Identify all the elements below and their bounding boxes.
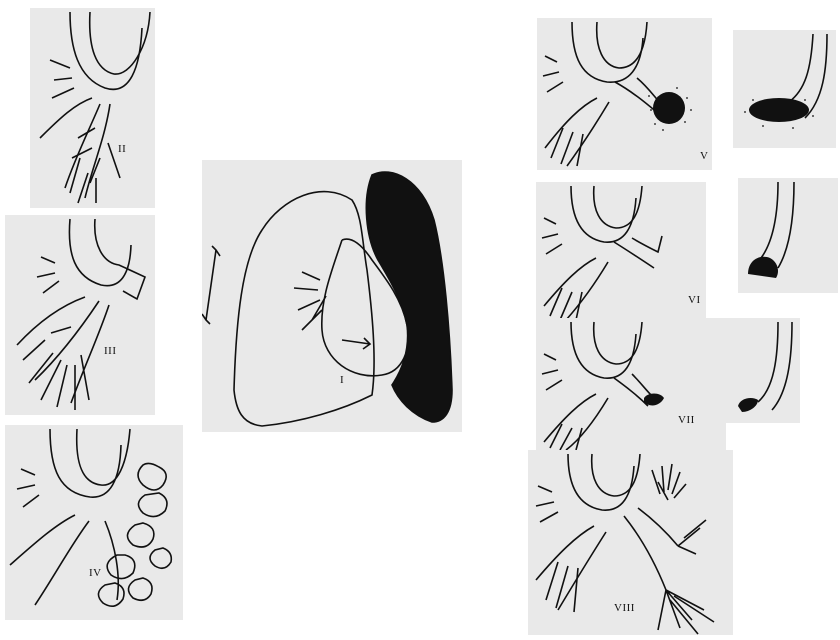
panel-label-vii: VII bbox=[678, 414, 695, 426]
chest-diagram-i bbox=[202, 160, 462, 432]
tumor-mass-inset bbox=[749, 98, 809, 122]
bronchus-inset-v bbox=[733, 30, 836, 148]
panel-vi-inset bbox=[738, 178, 838, 293]
panel-i: I bbox=[202, 160, 462, 432]
tumor-mass-vii-inset bbox=[738, 398, 758, 412]
bronchus-diagram-iii bbox=[5, 215, 155, 415]
panel-label-vi: VI bbox=[688, 294, 701, 306]
bronchus-diagram-vii bbox=[536, 318, 726, 450]
tumor-mass-vi bbox=[748, 257, 778, 278]
panel-iv: IV bbox=[5, 425, 183, 620]
bronchus-diagram-v bbox=[537, 18, 712, 170]
panel-v-inset bbox=[733, 30, 836, 148]
bronchus-inset-vi bbox=[738, 178, 838, 293]
collapsed-lung-shape bbox=[366, 172, 452, 422]
panel-vii-inset bbox=[724, 318, 800, 423]
panel-viii: VIII bbox=[528, 450, 733, 635]
tumor-mass-vii bbox=[644, 394, 664, 406]
panel-vi: VI bbox=[536, 182, 706, 322]
panel-label-iii: III bbox=[104, 345, 117, 357]
panel-label-ii: II bbox=[118, 143, 126, 155]
panel-label-iv: IV bbox=[89, 567, 102, 579]
bronchus-diagram-vi bbox=[536, 182, 706, 322]
tumor-mass bbox=[653, 92, 685, 124]
panel-v: V bbox=[537, 18, 712, 170]
panel-label-v: V bbox=[700, 150, 708, 162]
bronchus-diagram-iv bbox=[5, 425, 183, 620]
panel-label-i: I bbox=[340, 374, 344, 386]
bronchus-diagram-ii bbox=[30, 8, 155, 208]
panel-ii: II bbox=[30, 8, 155, 208]
bronchus-inset-vii bbox=[724, 318, 800, 423]
panel-label-viii: VIII bbox=[614, 602, 635, 614]
panel-iii: III bbox=[5, 215, 155, 415]
panel-vii: VII bbox=[536, 318, 726, 450]
